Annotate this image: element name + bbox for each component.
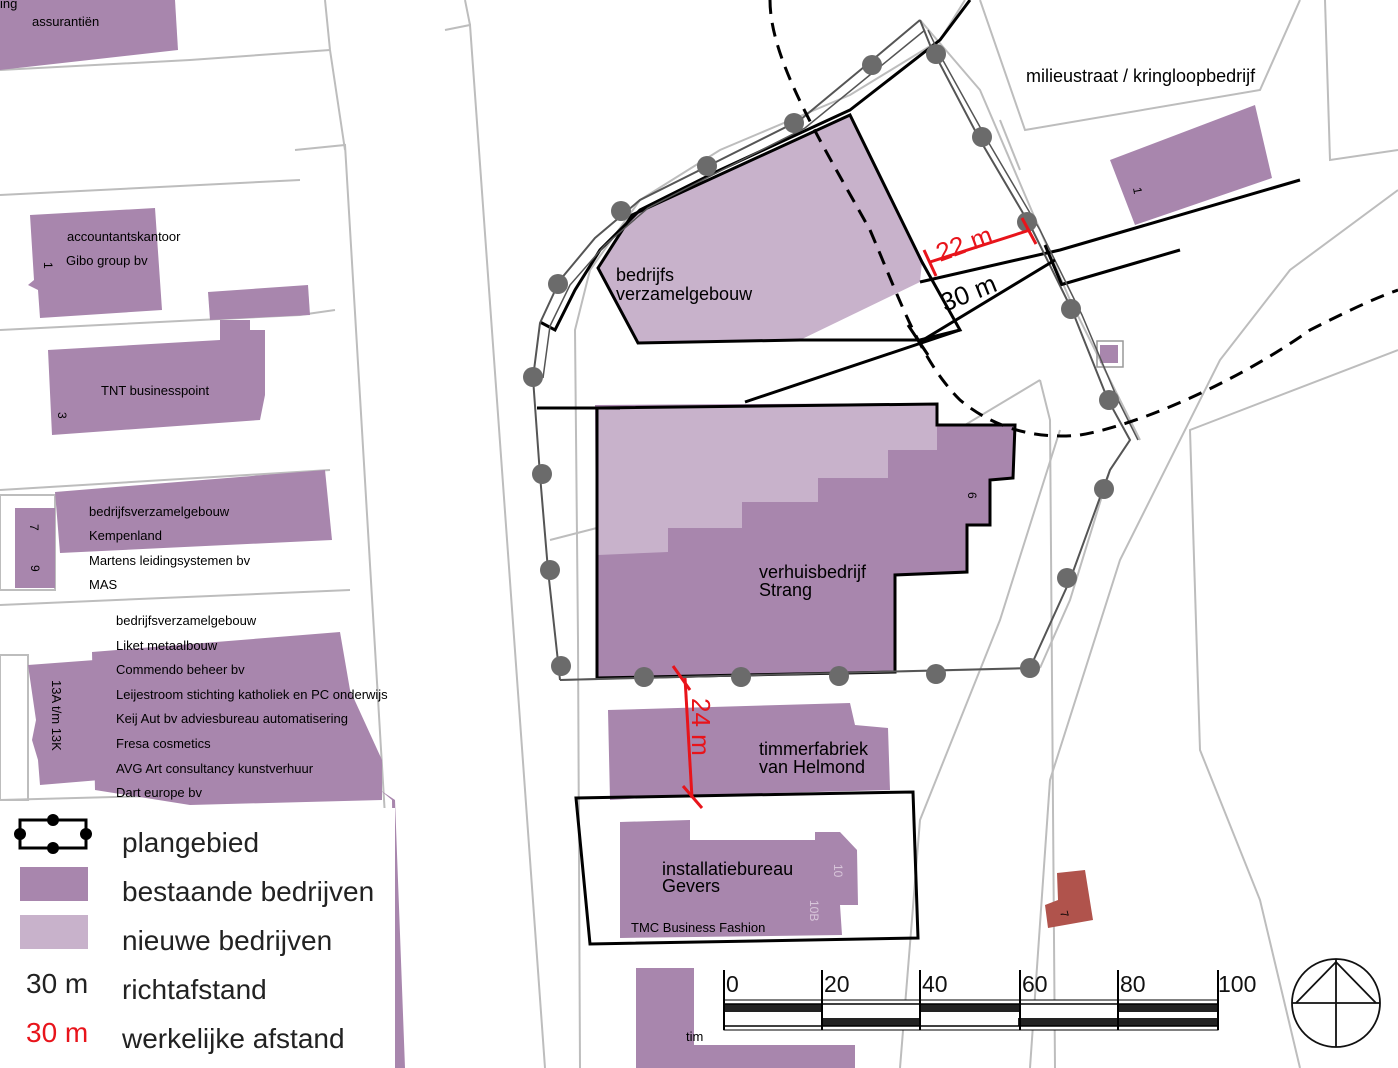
label-leijestroom: Leijestroom stichting katholiek en PC on… <box>116 687 388 702</box>
label-dart: Dart europe bv <box>116 785 202 800</box>
label-timmer-1: timmerfabriek <box>759 739 869 759</box>
legend-bestaande: bestaande bedrijven <box>122 876 374 907</box>
distance-22-label: 22 m <box>932 220 997 268</box>
label-nr7: 7 <box>27 524 41 531</box>
label-mas: MAS <box>89 577 118 592</box>
label-bedrijfs-2: verzamelgebouw <box>616 284 753 304</box>
label-martens: Martens leidingsystemen bv <box>89 553 251 568</box>
legend-richt: richtafstand <box>122 974 267 1005</box>
legend-richt-sample: 30 m <box>26 968 88 999</box>
scale-tick-20: 20 <box>824 971 850 997</box>
label-liket: Liket metaalbouw <box>116 638 218 653</box>
legend-werk-sample: 30 m <box>26 1017 88 1048</box>
scale-tick-100: 100 <box>1218 971 1256 997</box>
label-kempenland: Kempenland <box>89 528 162 543</box>
label-avg: AVG Art consultancy kunstverhuur <box>116 761 314 776</box>
distance-24-line <box>671 665 704 809</box>
scale-tick-80: 80 <box>1120 971 1146 997</box>
distance-30-line <box>906 244 1064 356</box>
label-nr1-top: 1 <box>1130 186 1145 195</box>
label-fresa: Fresa cosmetics <box>116 736 211 751</box>
label-timmer-2: van Helmond <box>759 757 865 777</box>
legend-plangebied: plangebied <box>122 827 259 858</box>
house-outline <box>1096 340 1124 368</box>
scale-tick-0: 0 <box>726 971 739 997</box>
scale-tick-40: 40 <box>922 971 948 997</box>
scale-bar <box>723 970 1219 1031</box>
label-nr9: 9 <box>28 565 42 572</box>
label-gevers-2: Gevers <box>662 876 720 896</box>
label-nr7-residential: 7 <box>1057 910 1070 919</box>
label-commendo: Commendo beheer bv <box>116 662 245 677</box>
label-bv1: bedrijfsverzamelgebouw <box>89 504 230 519</box>
label-assurantien: assurantiën <box>32 14 99 29</box>
label-nr10: 10 <box>831 864 845 878</box>
legend-plangebied-symbol <box>14 814 92 854</box>
legend-nieuwe: nieuwe bedrijven <box>122 925 332 956</box>
north-arrow-icon <box>1291 958 1381 1048</box>
label-nr10b: 10B <box>807 900 821 921</box>
label-tim: tim <box>686 1029 703 1044</box>
distance-24-label: 24 m <box>686 698 716 756</box>
label-bv2: bedrijfsverzamelgebouw <box>116 613 257 628</box>
scale-tick-60: 60 <box>1022 971 1048 997</box>
label-partial-top: ing <box>0 0 17 11</box>
label-tnt: TNT businesspoint <box>101 383 210 398</box>
label-strang-1: verhuisbedrijf <box>759 562 867 582</box>
new-businesses <box>597 115 937 555</box>
label-keij: Keij Aut bv adviesbureau automatisering <box>116 711 348 726</box>
boundary-markers <box>523 44 1119 687</box>
distance-22-line <box>922 217 1038 277</box>
label-gevers-1: installatiebureau <box>662 859 793 879</box>
label-nr1-left: 1 <box>41 262 55 269</box>
label-nr3: 3 <box>55 412 69 419</box>
dashed-contours <box>768 0 1398 438</box>
label-nr13: 13A t/m 13K <box>49 680 64 751</box>
label-tmc: TMC Business Fashion <box>631 920 765 935</box>
legend-nieuwe-swatch <box>20 915 88 949</box>
legend-bestaande-swatch <box>20 867 88 901</box>
plan-outlines <box>537 0 1301 946</box>
label-strang-2: Strang <box>759 580 812 600</box>
label-accountants: accountantskantoor <box>67 229 181 244</box>
label-gibo: Gibo group bv <box>66 253 148 268</box>
residential-house <box>1045 870 1093 928</box>
label-bedrijfs-1: bedrijfs <box>616 265 674 285</box>
legend-werk: werkelijke afstand <box>121 1023 345 1054</box>
label-nr6: 6 <box>965 492 979 499</box>
label-milieustraat: milieustraat / kringloopbedrijf <box>1026 66 1256 86</box>
